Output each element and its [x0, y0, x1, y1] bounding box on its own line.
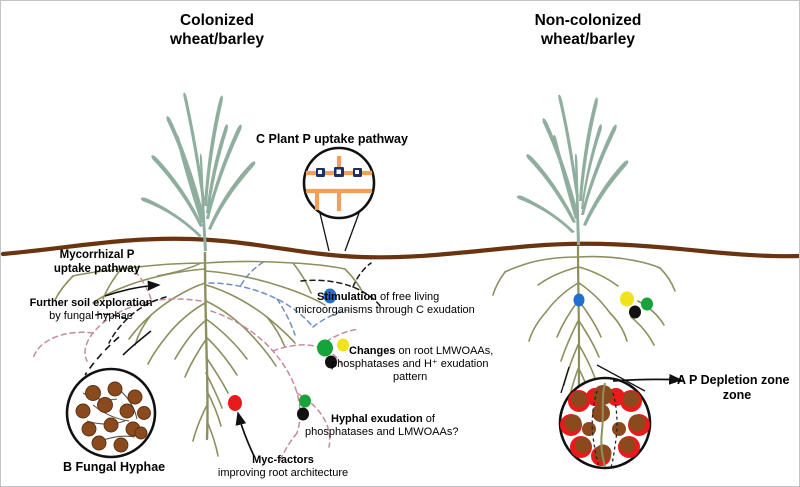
stimulation-line1: Stimulation of free living — [317, 291, 517, 304]
stimulation-label: Stimulation of free living microorganism… — [295, 291, 517, 317]
left-plant-marker-dots — [228, 288, 349, 421]
panel-a-line1: A P Depletion zone — [677, 373, 790, 387]
panel-c-caption: C Plant P uptake pathway — [256, 132, 408, 146]
inset-b-leader — [84, 336, 120, 376]
stimulation-line2: microorganisms through C exudation — [295, 303, 475, 316]
title-colonized: Colonized wheat/barley — [132, 11, 302, 50]
hyphal-exudation-rest: of — [422, 413, 435, 425]
panel-a-caption: A P Depletion zone zone — [677, 373, 790, 403]
inset-c-uptake-pathway — [302, 146, 376, 252]
left-root-system — [54, 251, 364, 457]
stimulation-bold: Stimulation — [317, 291, 377, 303]
changes-label: Changes on root LMWOAAs, phosphatases an… — [331, 345, 539, 384]
changes-bold: Changes — [349, 345, 396, 357]
further-exploration-arrow — [104, 280, 161, 297]
hyphal-exudation-label: Hyphal exudation of phosphatases and LMW… — [305, 413, 521, 439]
mycorrhizal-pathway-leader — [156, 262, 202, 277]
changes-rest: on root LMWOAAs, — [395, 345, 494, 357]
hyphal-exudation-bold: Hyphal exudation — [331, 413, 423, 425]
myc-factors-line1: Myc-factors — [252, 454, 314, 466]
panel-a-line2: zone — [722, 387, 752, 402]
panel-b-caption: B Fungal Hyphae — [63, 460, 166, 474]
mycorrhizal-uptake-line2: uptake pathway — [53, 262, 141, 275]
soil-surface-line — [1, 236, 799, 260]
inset-a-depletion-zone — [558, 364, 652, 470]
title-non-colonized-line1: Non-colonized — [534, 12, 642, 29]
depletion-zone-arrow — [612, 373, 683, 385]
myc-factors-label: Myc-factors improving root architecture — [213, 454, 353, 480]
further-exploration-line2: by fungal hyphae — [49, 309, 133, 322]
hyphal-exudation-line2: phosphatases and LMWOAAs? — [305, 425, 459, 438]
myc-factors-line2: improving root architecture — [217, 466, 349, 479]
further-exploration-label: Further soil exploration by fungal hypha… — [11, 297, 171, 323]
further-exploration-line1: Further soil exploration — [29, 297, 153, 309]
inset-b-leader2 — [122, 330, 152, 356]
changes-line2: phosphatases and H⁺ exudation — [331, 357, 489, 370]
title-non-colonized-line2: wheat/barley — [541, 31, 635, 49]
title-non-colonized: Non-colonized wheat/barley — [493, 11, 683, 50]
myc-factor-arrow — [235, 411, 255, 457]
inset-b-fungal-hyphae — [65, 367, 157, 459]
mycorrhizal-uptake-label: Mycorrhizal P uptake pathway — [32, 249, 162, 276]
title-colonized-line1: Colonized — [179, 12, 255, 29]
changes-line1: Changes on root LMWOAAs, — [349, 345, 539, 358]
mycorrhizal-uptake-line1: Mycorrhizal P — [59, 249, 135, 261]
right-plant-shoot — [516, 94, 629, 245]
left-plant-shoot — [140, 92, 256, 251]
hyphal-exudation-line1: Hyphal exudation of — [331, 413, 521, 426]
right-plant-marker-dots — [573, 291, 653, 319]
stimulation-rest: of free living — [376, 291, 440, 303]
title-colonized-line2: wheat/barley — [170, 31, 264, 49]
changes-line3: pattern — [393, 370, 428, 383]
